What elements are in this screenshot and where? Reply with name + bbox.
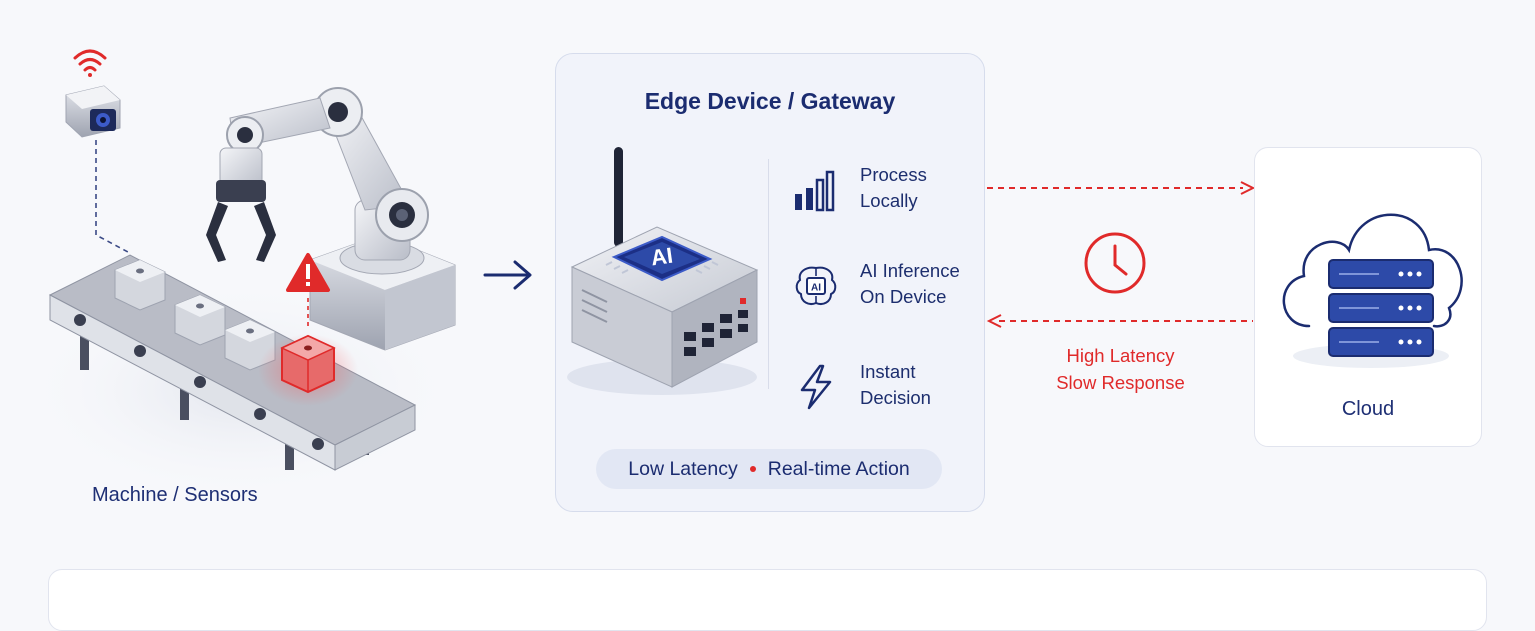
slow-response-label: Slow Response bbox=[1056, 372, 1185, 393]
cloud-label: Cloud bbox=[1341, 398, 1395, 420]
feature-ai-line2: On Device bbox=[860, 286, 947, 307]
arrow-from-cloud bbox=[986, 314, 1253, 328]
robot-arm bbox=[206, 87, 456, 351]
feature-instant-line2: Decision bbox=[860, 387, 931, 408]
feature-process-line1: Process bbox=[860, 164, 927, 185]
wifi-icon bbox=[73, 49, 107, 77]
edge-device-card: Edge Device / Gateway bbox=[555, 53, 985, 512]
feature-process-line2: Locally bbox=[860, 190, 918, 211]
chip-ai-label: AI bbox=[649, 243, 674, 271]
bottom-panel bbox=[48, 569, 1487, 631]
edge-card-title: Edge Device / Gateway bbox=[644, 88, 896, 114]
warning-icon bbox=[286, 253, 330, 292]
lightning-icon bbox=[792, 363, 840, 411]
machine-sensors-label: Machine / Sensors bbox=[92, 484, 258, 506]
cloud-card: Cloud bbox=[1254, 147, 1482, 447]
feature-instant-line1: Instant bbox=[860, 361, 916, 382]
edge-gateway-device: AI bbox=[562, 142, 772, 407]
high-latency-label: High Latency bbox=[1066, 345, 1175, 366]
signal-bars-icon bbox=[792, 166, 840, 214]
sensor-camera bbox=[65, 85, 121, 138]
cloud-server-icon bbox=[1282, 213, 1463, 368]
edge-divider bbox=[768, 159, 769, 389]
arrow-right-icon bbox=[483, 258, 535, 297]
machine-sensors-illustration bbox=[20, 30, 480, 520]
feature-instant-decision: Instant Decision bbox=[792, 359, 982, 419]
realtime-action-label: Real-time Action bbox=[767, 457, 910, 480]
ai-icon-chip-text: AI bbox=[811, 283, 821, 294]
conveyor-belt bbox=[48, 254, 417, 471]
feature-ai-inference: AI AI Inference On Device bbox=[792, 258, 982, 318]
separator-dot bbox=[749, 466, 756, 472]
latency-connection: High Latency Slow Response bbox=[985, 170, 1256, 400]
feature-process-locally: Process Locally bbox=[792, 162, 982, 222]
feature-ai-line1: AI Inference bbox=[860, 260, 960, 281]
ai-brain-chip-icon: AI bbox=[792, 262, 840, 310]
edge-benefits-pill: Low Latency Real-time Action bbox=[596, 449, 942, 489]
low-latency-label: Low Latency bbox=[628, 457, 738, 480]
arrow-to-cloud bbox=[987, 181, 1256, 195]
defective-part bbox=[280, 334, 336, 394]
clock-icon bbox=[1084, 232, 1146, 294]
